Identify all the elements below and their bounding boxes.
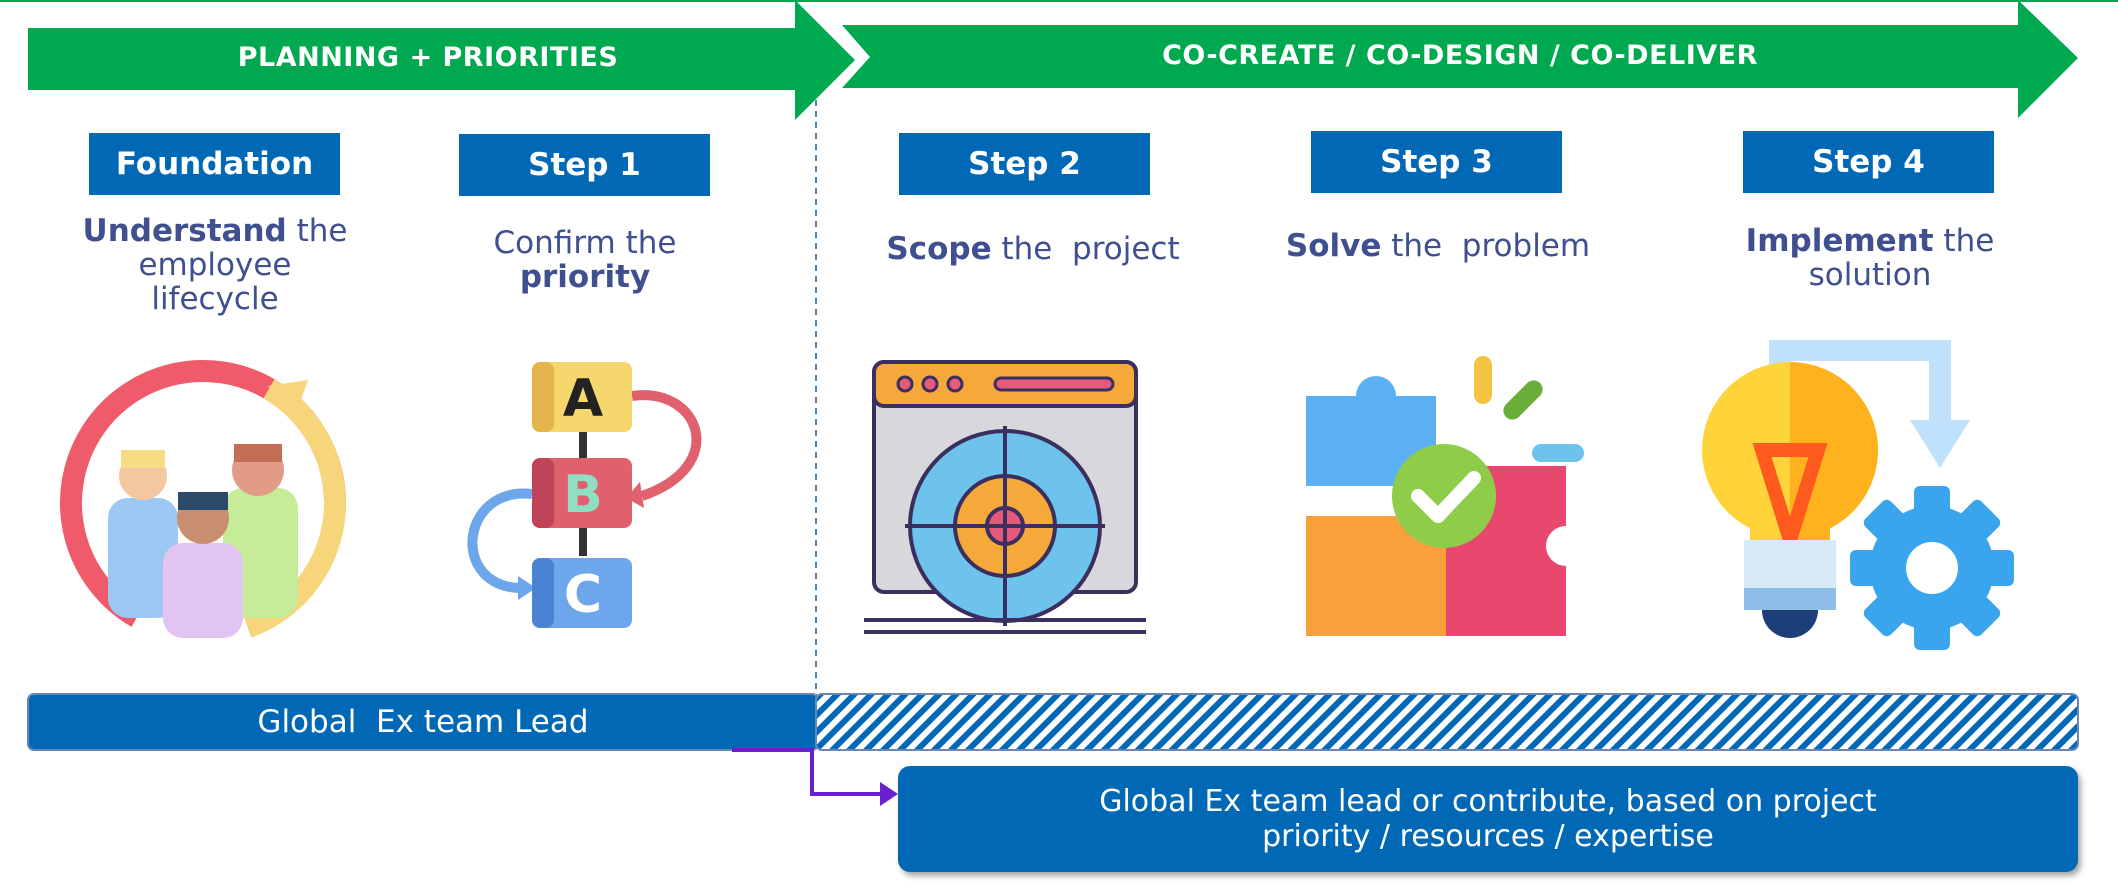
lifecycle-people-icon bbox=[60, 360, 346, 646]
phase-arrow-planning bbox=[28, 0, 855, 120]
step-box-step-2: Step 2 bbox=[899, 133, 1150, 195]
phase-label-cocreate: CO-CREATE / CO-DESIGN / CO-DELIVER bbox=[1162, 40, 1758, 71]
svg-text:B: B bbox=[563, 465, 603, 525]
bulb-gear-icon bbox=[1702, 340, 2014, 650]
phase-arrow-cocreate bbox=[842, 0, 2078, 118]
note-box: Global Ex team lead or contribute, based… bbox=[898, 766, 2078, 872]
step-desc-step-4: Implement the solution bbox=[1745, 223, 1995, 293]
svg-text:A: A bbox=[563, 369, 603, 429]
connector-arrow-head bbox=[880, 782, 898, 806]
phase-label-planning: PLANNING + PRIORITIES bbox=[237, 42, 619, 73]
step-box-foundation: Foundation bbox=[89, 133, 340, 195]
top-rule bbox=[0, 0, 2118, 2]
lead-bar-hatched bbox=[815, 693, 2079, 751]
step-box-step-3: Step 3 bbox=[1311, 131, 1562, 193]
note-line-1: Global Ex team lead or contribute, based… bbox=[1099, 784, 1877, 819]
abc-priority-icon: A B C bbox=[467, 362, 702, 628]
step-box-step-4: Step 4 bbox=[1743, 131, 1994, 193]
step-desc-foundation: Understand the employee lifecycle bbox=[82, 213, 348, 317]
note-line-2: priority / resources / expertise bbox=[1262, 819, 1714, 854]
step-desc-step-2: Scope the project bbox=[886, 231, 1180, 267]
step-desc-step-3: Solve the problem bbox=[1285, 228, 1591, 264]
puzzle-check-icon bbox=[1306, 356, 1584, 636]
target-window-icon bbox=[864, 360, 1146, 634]
connector-arrow bbox=[732, 748, 884, 796]
lead-bar-label: Global Ex team Lead bbox=[257, 704, 589, 740]
svg-text:C: C bbox=[564, 565, 602, 625]
step-box-step-1: Step 1 bbox=[459, 134, 710, 196]
